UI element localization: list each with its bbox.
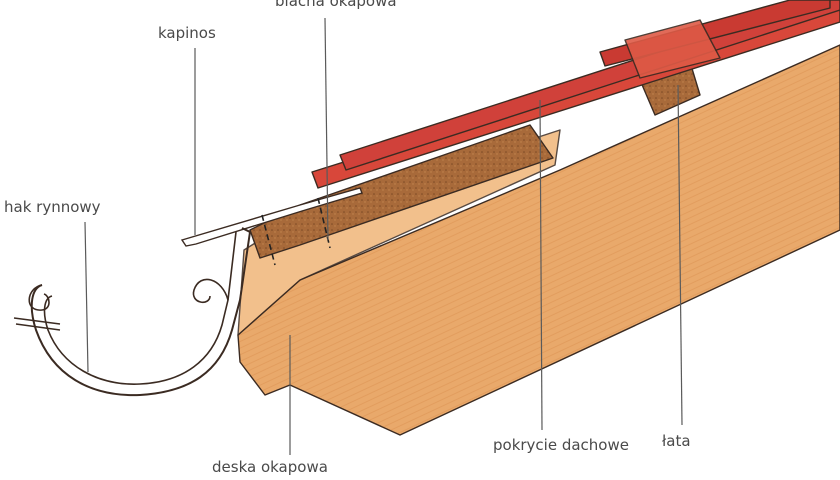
rafter (237, 44, 840, 436)
label-blacha-okapowa: blacha okapowa (275, 0, 397, 10)
gutter-body (43, 231, 237, 385)
leader-pokrycie-dachowe (539, 99, 543, 431)
leader-hak-rynnowy (84, 221, 89, 373)
leader-lata (677, 84, 683, 426)
leader-blacha-okapowa (324, 17, 329, 241)
label-pokrycie-dachowe: pokrycie dachowe (493, 436, 629, 454)
gutter-clamp-2 (15, 323, 61, 331)
roof-tile-overlap (624, 19, 721, 79)
nail-1 (261, 214, 276, 266)
label-lata: łata (662, 432, 691, 450)
label-deska-okapowa: deska okapowa (212, 458, 328, 476)
drip-edge-flashing (180, 187, 363, 247)
gutter-curl-right (192, 278, 229, 303)
gutter-curl-left (28, 284, 50, 311)
label-kapinos: kapinos (158, 24, 216, 42)
label-hak-rynnowy: hak rynnowy (4, 198, 101, 216)
gutter-clamp (13, 317, 61, 325)
gutter-hook (30, 227, 252, 397)
